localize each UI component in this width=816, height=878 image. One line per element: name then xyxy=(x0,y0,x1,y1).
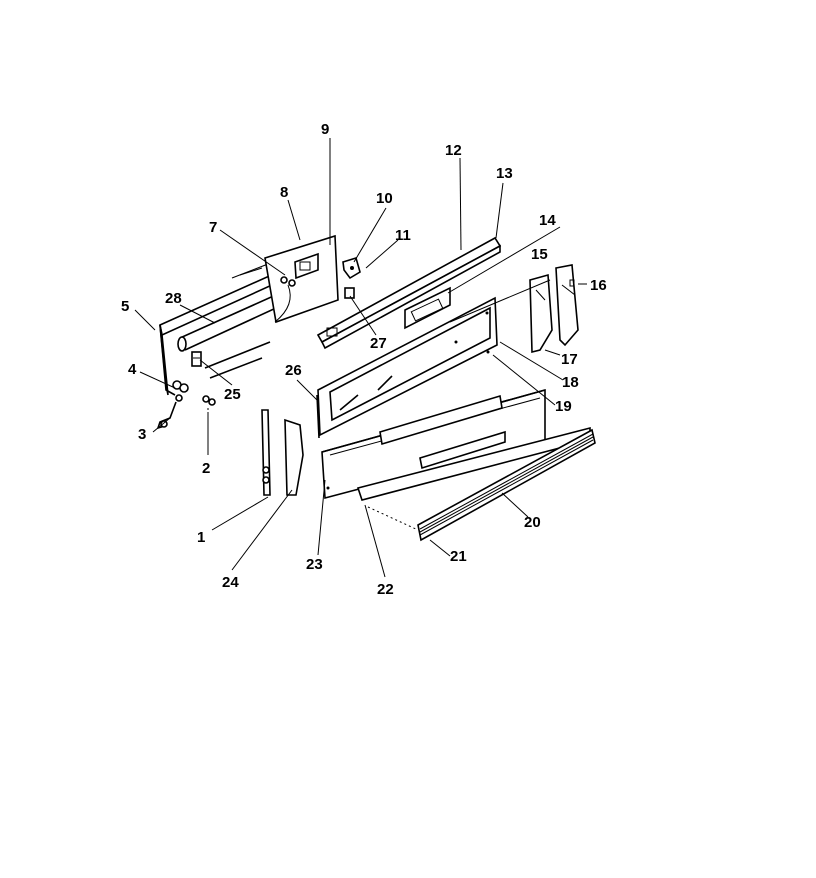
control-panel-rear xyxy=(204,234,339,379)
callout-1: 1 xyxy=(197,529,205,546)
lower-panel xyxy=(321,388,546,500)
callout-26: 26 xyxy=(285,362,302,379)
callout-21: 21 xyxy=(450,548,467,565)
console-panel xyxy=(317,296,498,437)
callout-20: 20 xyxy=(524,514,541,531)
leader-lines xyxy=(134,138,587,578)
callout-13: 13 xyxy=(496,165,513,182)
callout-11: 11 xyxy=(395,227,411,244)
callout-27: 27 xyxy=(370,335,387,352)
side-strip-1 xyxy=(261,409,271,496)
bracket-10 xyxy=(342,256,361,280)
callout-28: 28 xyxy=(165,290,182,307)
callout-3: 3 xyxy=(138,426,146,443)
bracket-27 xyxy=(344,287,355,299)
display-module xyxy=(404,286,451,330)
end-trim-24 xyxy=(284,418,304,496)
callout-10: 10 xyxy=(376,190,393,207)
callout-19: 19 xyxy=(555,398,572,415)
callout-23: 23 xyxy=(306,556,323,573)
bracket-25 xyxy=(191,351,202,367)
callout-12: 12 xyxy=(445,142,462,159)
end-cap-16 xyxy=(555,264,579,347)
end-cap-17 xyxy=(529,273,553,354)
screw-2 xyxy=(202,395,216,450)
callout-18: 18 xyxy=(562,374,579,391)
clip-4 xyxy=(172,380,189,402)
callout-8: 8 xyxy=(280,184,288,201)
trim-26 xyxy=(316,394,320,439)
grille xyxy=(367,428,596,542)
callout-15: 15 xyxy=(531,246,548,263)
callout-16: 16 xyxy=(590,277,607,294)
callout-4: 4 xyxy=(128,361,137,378)
callout-labels: 1 2 3 4 5 7 8 9 10 11 12 13 14 15 16 17 … xyxy=(121,121,607,598)
callout-17: 17 xyxy=(561,351,578,368)
callout-9: 9 xyxy=(321,121,329,138)
clip-3 xyxy=(156,401,177,430)
callout-7: 7 xyxy=(209,219,217,236)
callout-14: 14 xyxy=(539,212,556,229)
callout-22: 22 xyxy=(377,581,394,598)
callout-25: 25 xyxy=(224,386,241,403)
callout-24: 24 xyxy=(222,574,239,591)
callout-5: 5 xyxy=(121,298,129,315)
callout-2: 2 xyxy=(202,460,210,477)
